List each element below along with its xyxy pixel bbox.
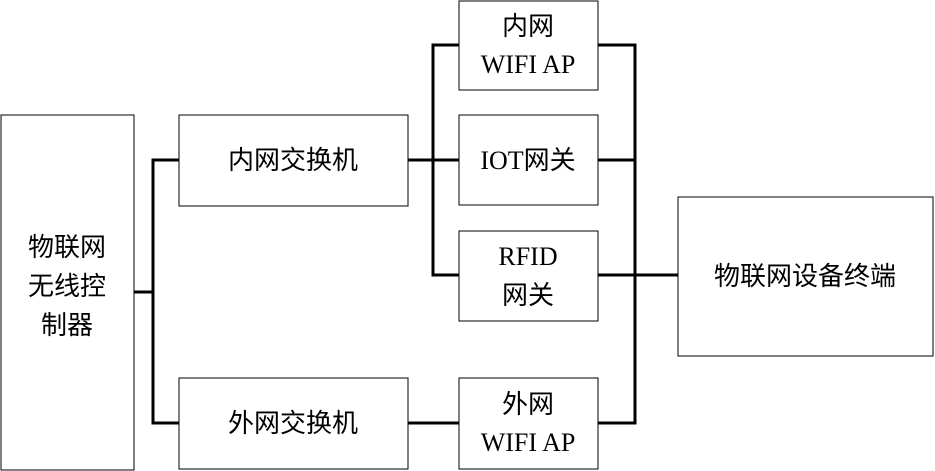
outer-switch-label: 外网交换机 bbox=[228, 409, 358, 438]
iot-gateway-label: IOT网关 bbox=[480, 146, 575, 175]
inner-switch-label: 内网交换机 bbox=[228, 146, 358, 175]
node-terminal: 物联网设备终端 bbox=[677, 196, 934, 357]
node-outer-ap: 外网 WIFI AP bbox=[458, 377, 599, 470]
rfid-gateway-label-2: 网关 bbox=[502, 281, 554, 310]
inner-ap-label-1: 内网 bbox=[502, 12, 554, 41]
connectors bbox=[131, 43, 680, 425]
node-iot-gateway: IOT网关 bbox=[458, 114, 599, 206]
inner-ap-label-2: WIFI AP bbox=[481, 50, 576, 79]
node-controller: 物联网 无线控 制器 bbox=[0, 114, 135, 471]
controller-label-3: 制器 bbox=[41, 311, 93, 340]
controller-label-1: 物联网 bbox=[28, 233, 106, 262]
node-rfid-gateway: RFID 网关 bbox=[458, 230, 599, 322]
outer-ap-label-1: 外网 bbox=[502, 390, 554, 419]
node-inner-switch: 内网交换机 bbox=[178, 114, 409, 207]
node-outer-switch: 外网交换机 bbox=[178, 377, 409, 470]
node-inner-ap: 内网 WIFI AP bbox=[458, 0, 599, 91]
rfid-gateway-label-1: RFID bbox=[498, 242, 557, 271]
outer-ap-label-2: WIFI AP bbox=[481, 428, 576, 457]
terminal-label: 物联网设备终端 bbox=[714, 262, 896, 291]
controller-label-2: 无线控 bbox=[28, 272, 106, 301]
